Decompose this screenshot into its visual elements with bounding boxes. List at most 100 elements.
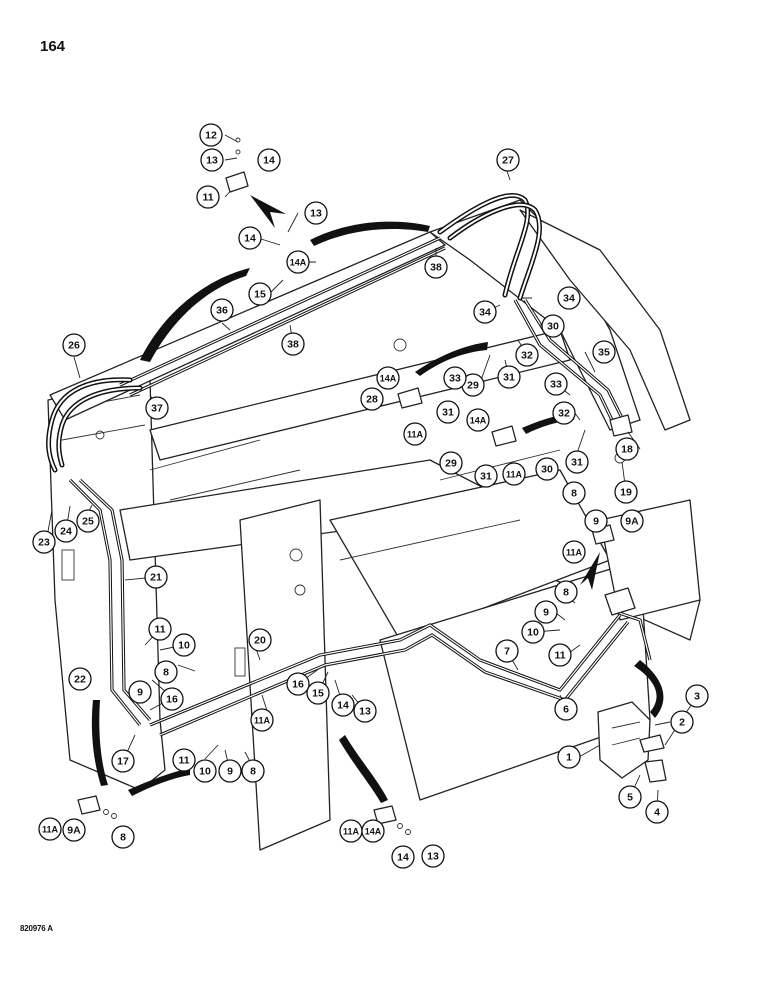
svg-text:11A: 11A	[42, 825, 59, 835]
svg-text:14: 14	[263, 155, 275, 167]
callout-10: 10	[193, 759, 217, 783]
callout-6: 6	[554, 697, 578, 721]
svg-text:15: 15	[254, 289, 266, 301]
svg-text:35: 35	[598, 347, 610, 359]
callout-38: 38	[281, 332, 305, 356]
svg-text:11: 11	[202, 192, 213, 204]
svg-text:30: 30	[547, 321, 559, 333]
svg-text:9: 9	[593, 516, 599, 528]
svg-text:13: 13	[206, 155, 218, 167]
svg-text:15: 15	[312, 688, 324, 700]
svg-text:8: 8	[120, 832, 126, 844]
svg-text:31: 31	[571, 457, 583, 469]
callout-31: 31	[474, 464, 498, 488]
callout-34: 34	[557, 286, 581, 310]
callout-16: 16	[160, 687, 184, 711]
figure-code: 820976 A	[20, 924, 53, 933]
svg-text:37: 37	[151, 403, 163, 415]
callout-18: 18	[615, 437, 639, 461]
svg-text:11A: 11A	[254, 716, 271, 726]
svg-text:20: 20	[254, 635, 266, 647]
svg-text:9: 9	[227, 766, 233, 778]
svg-text:33: 33	[449, 373, 461, 385]
callout-29: 29	[461, 373, 485, 397]
svg-text:19: 19	[620, 487, 632, 499]
svg-text:11: 11	[554, 650, 565, 662]
callout-32: 32	[552, 401, 576, 425]
svg-text:9: 9	[543, 607, 549, 619]
svg-text:11A: 11A	[407, 430, 424, 440]
callout-31: 31	[565, 450, 589, 474]
svg-text:13: 13	[427, 851, 439, 863]
callout-36: 36	[210, 298, 234, 322]
svg-text:11: 11	[178, 755, 189, 767]
svg-text:13: 13	[359, 706, 371, 718]
svg-text:14: 14	[337, 700, 349, 712]
svg-text:31: 31	[442, 407, 454, 419]
svg-text:28: 28	[366, 394, 378, 406]
callout-9: 9	[534, 600, 558, 624]
callout-30: 30	[541, 314, 565, 338]
callout-11: 11	[196, 185, 220, 209]
svg-text:11A: 11A	[343, 827, 360, 837]
callout-37: 37	[145, 396, 169, 420]
svg-text:13: 13	[310, 208, 322, 220]
callout-11A: 11A	[502, 462, 526, 486]
svg-text:8: 8	[563, 587, 569, 599]
svg-text:26: 26	[68, 340, 80, 352]
callout-11A: 11A	[250, 708, 274, 732]
callout-14: 14	[331, 693, 355, 717]
svg-text:14: 14	[244, 233, 256, 245]
callout-34: 34	[473, 300, 497, 324]
svg-text:31: 31	[480, 471, 492, 483]
callout-20: 20	[248, 628, 272, 652]
callout-23: 23	[32, 530, 56, 554]
callout-13: 13	[304, 201, 328, 225]
callout-16: 16	[286, 672, 310, 696]
svg-text:6: 6	[563, 704, 569, 716]
callout-13: 13	[200, 148, 224, 172]
svg-text:38: 38	[287, 339, 299, 351]
callout-12: 12	[199, 123, 223, 147]
svg-text:8: 8	[250, 766, 256, 778]
callout-14: 14	[257, 148, 281, 172]
callout-28: 28	[360, 387, 384, 411]
callout-11: 11	[172, 748, 196, 772]
svg-text:27: 27	[502, 155, 514, 167]
svg-text:33: 33	[550, 379, 562, 391]
svg-text:14: 14	[397, 852, 409, 864]
svg-text:38: 38	[430, 262, 442, 274]
callout-9: 9	[218, 759, 242, 783]
callout-24: 24	[54, 519, 78, 543]
svg-text:14A: 14A	[470, 416, 487, 426]
callout-11A: 11A	[38, 817, 62, 841]
callout-33: 33	[544, 372, 568, 396]
callout-11A: 11A	[339, 819, 363, 843]
callout-26: 26	[62, 333, 86, 357]
svg-text:7: 7	[504, 646, 510, 658]
svg-text:5: 5	[627, 792, 633, 804]
callout-9A: 9A	[62, 818, 86, 842]
hydraulic-hoses	[46, 193, 667, 783]
callout-balloons: 12345678888899999A9A1010101111111111A11A…	[32, 123, 709, 869]
callout-15: 15	[306, 681, 330, 705]
svg-text:31: 31	[503, 372, 515, 384]
callout-3: 3	[685, 684, 709, 708]
svg-text:9A: 9A	[625, 516, 639, 528]
svg-text:9: 9	[137, 687, 143, 699]
callout-14A: 14A	[286, 250, 310, 274]
svg-text:18: 18	[621, 444, 633, 456]
svg-text:8: 8	[571, 488, 577, 500]
callout-11A: 11A	[562, 540, 586, 564]
callout-14: 14	[391, 845, 415, 869]
svg-text:21: 21	[150, 572, 162, 584]
callout-31: 31	[436, 400, 460, 424]
svg-text:1: 1	[566, 752, 572, 764]
callout-22: 22	[68, 667, 92, 691]
svg-text:34: 34	[479, 307, 491, 319]
callout-38: 38	[424, 255, 448, 279]
svg-text:12: 12	[205, 130, 217, 142]
callout-8: 8	[154, 660, 178, 684]
svg-text:16: 16	[292, 679, 304, 691]
callout-4: 4	[645, 800, 669, 824]
